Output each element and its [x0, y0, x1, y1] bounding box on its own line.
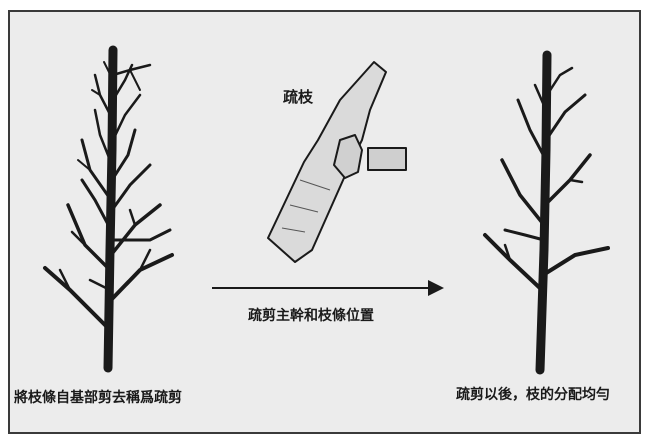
right-caption: 疏剪以後，枝的分配均勻: [456, 387, 610, 403]
left-caption: 將枝條自基部剪去稱爲疏剪: [14, 390, 182, 406]
tree-before-pruning: [43, 45, 174, 373]
thinning-label: 疏枝: [283, 88, 314, 106]
tree-after-pruning: [483, 50, 610, 375]
right-arrow: [212, 280, 444, 296]
pruned-branch-illustration: [267, 61, 407, 263]
arrow-caption: 疏剪主幹和枝條位置: [248, 308, 374, 324]
